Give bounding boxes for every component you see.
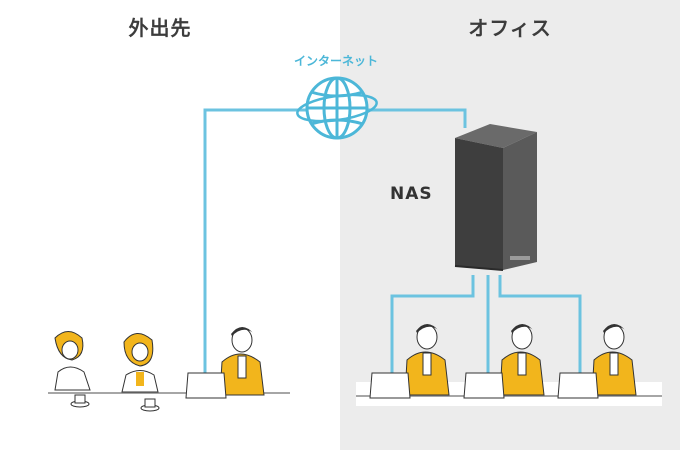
remote-meeting-illustration [48,327,290,412]
globe-icon [296,76,378,140]
woman-avatar-1 [54,331,91,391]
woman-avatar-2 [121,333,159,393]
remote-location-heading: 外出先 [128,16,192,40]
internet-label: インターネット [293,54,379,68]
remote-area-background [0,0,340,450]
nas-device-icon [454,124,537,271]
office-worker-avatar-1 [369,324,450,399]
remote-worker-avatar [185,327,265,399]
office-branch-left [390,275,475,385]
office-worker-avatar-2 [463,324,545,399]
nas-label: NAS [390,184,433,204]
office-branch-right [498,275,582,385]
office-heading: オフィス [468,16,552,40]
coffee-cups [70,394,160,412]
office-worker-avatar-3 [557,324,637,399]
